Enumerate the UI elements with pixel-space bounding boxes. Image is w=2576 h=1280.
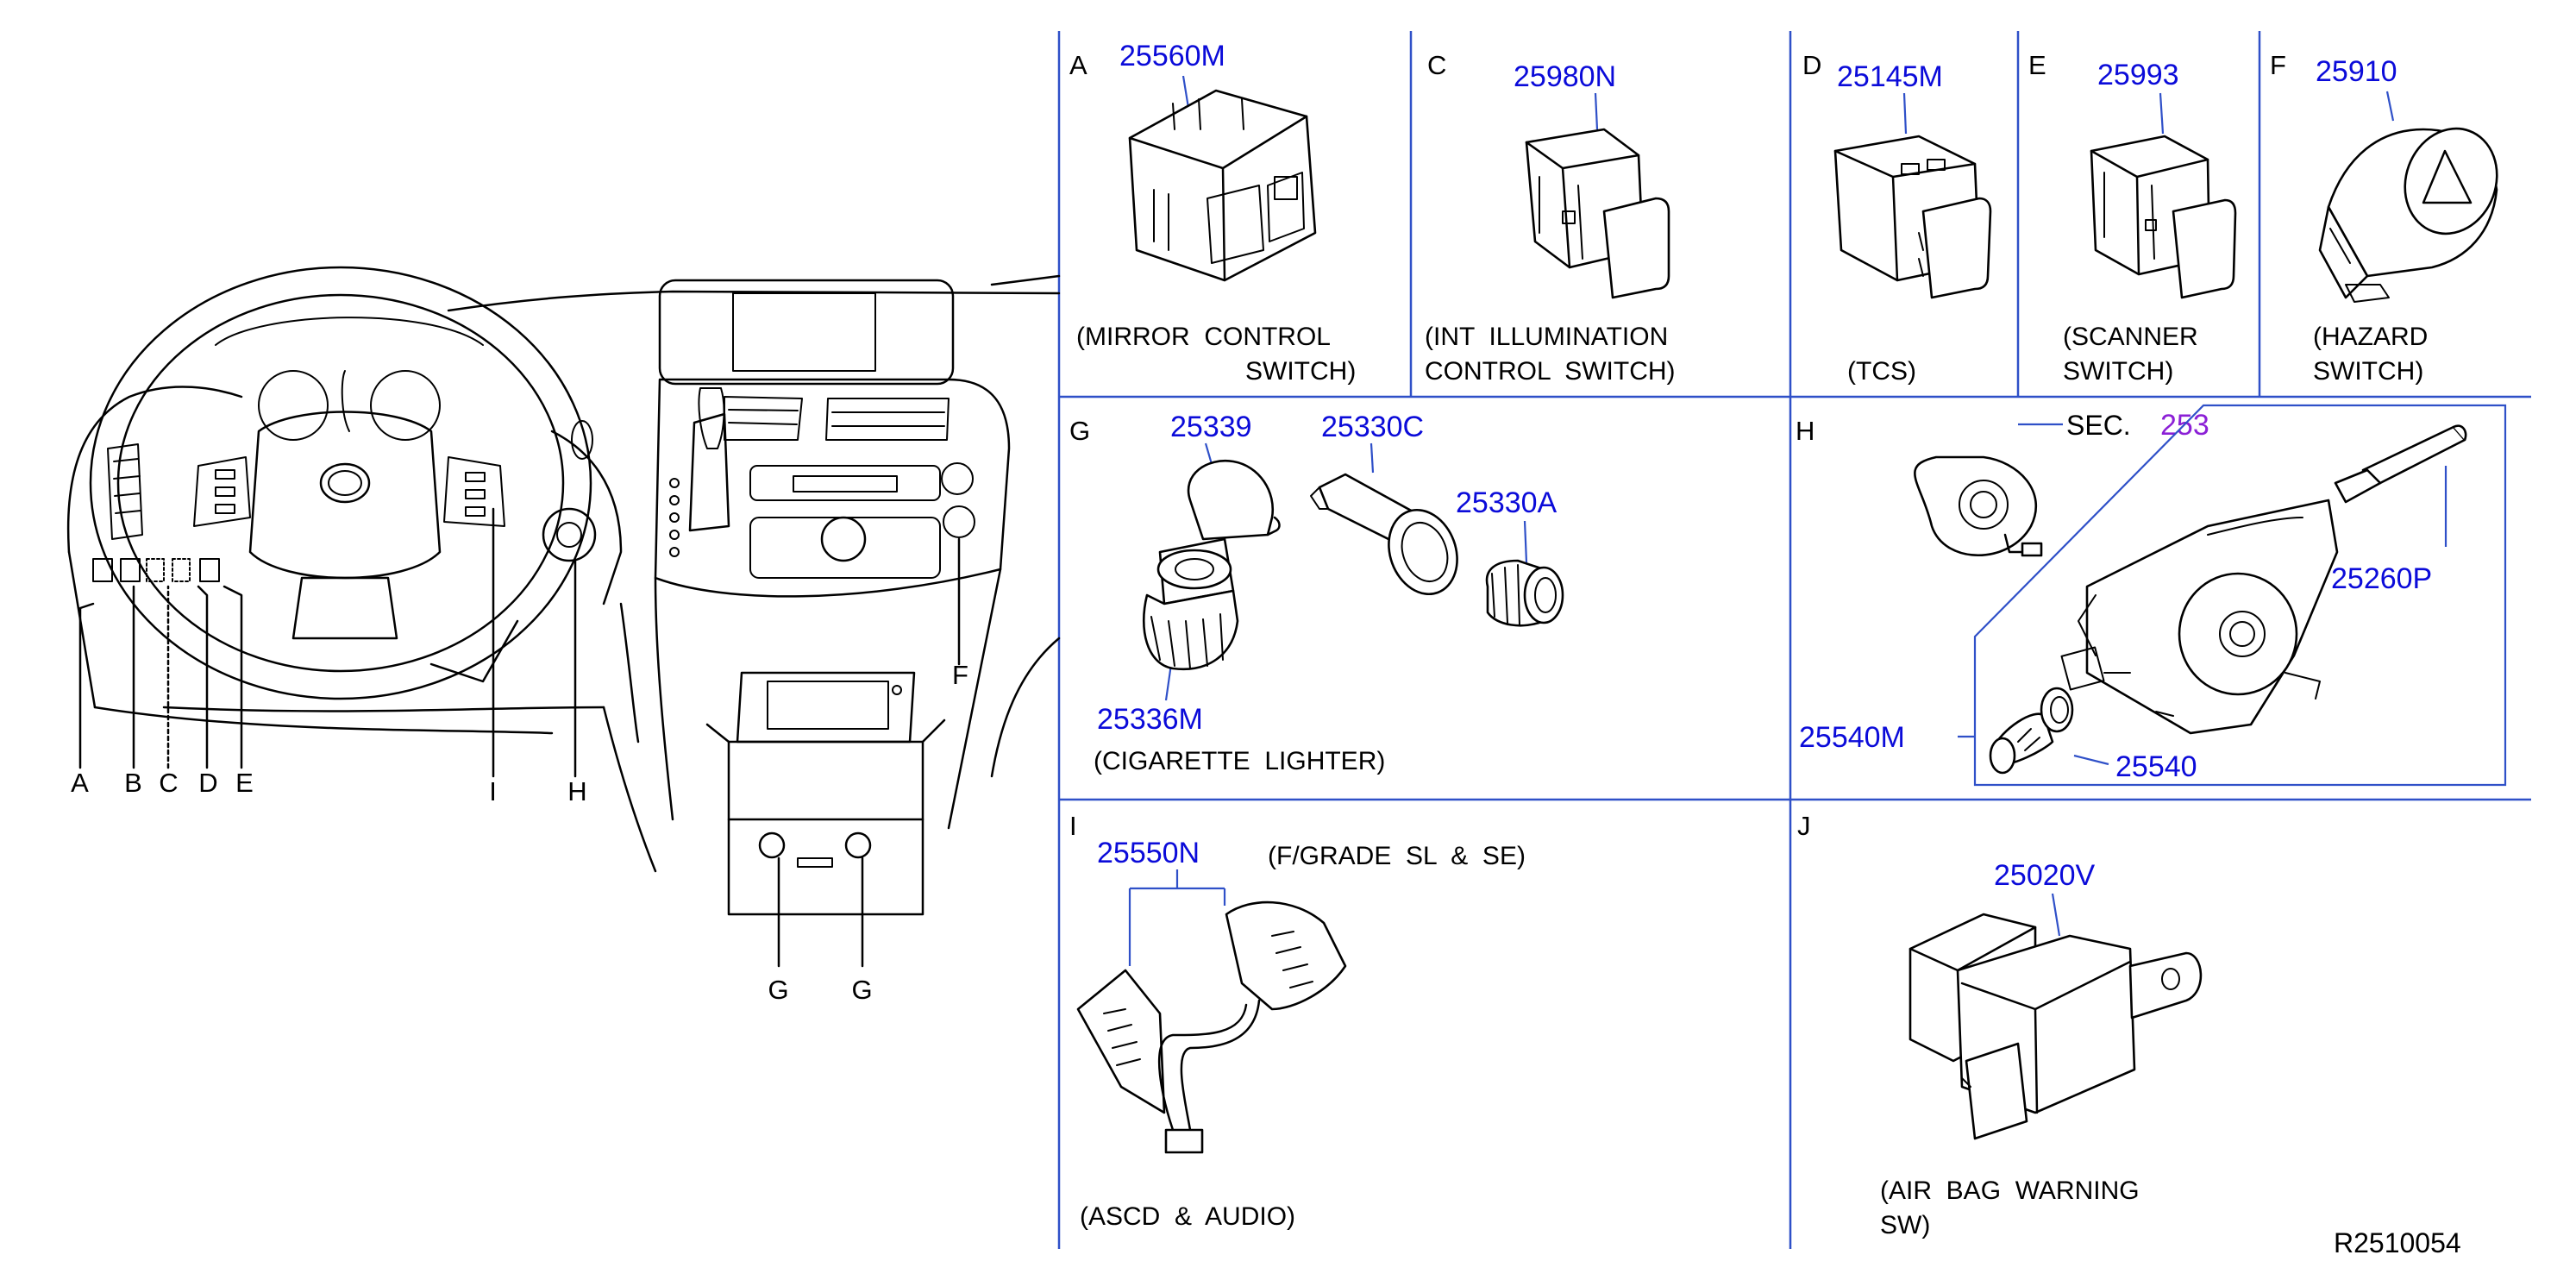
callout-d: D xyxy=(198,768,218,798)
panel-j-caption-line1: (AIR BAG WARNING xyxy=(1880,1176,2140,1205)
panel-c-int-illumination-control-switch: C 25980N (INT ILLUMINATION CONTROL SWITC… xyxy=(1425,50,1676,386)
panel-c-letter: C xyxy=(1427,50,1447,80)
panel-i-caption: (ASCD & AUDIO) xyxy=(1080,1202,1295,1231)
callout-a: A xyxy=(71,768,90,798)
part-25910: 25910 xyxy=(2316,55,2397,88)
panel-f-hazard-switch: F 25910 (HAZARD SWITCH) xyxy=(2270,50,2498,386)
panel-d-letter: D xyxy=(1802,50,1822,80)
panel-c-caption-line1: (INT ILLUMINATION xyxy=(1425,323,1668,351)
panel-i-grade-note: (F/GRADE SL & SE) xyxy=(1268,842,1526,870)
panel-e-scanner-switch: E 25993 (SCANNER SWITCH) xyxy=(2028,50,2237,386)
callout-f: F xyxy=(952,660,969,690)
part-25980n: 25980N xyxy=(1514,60,1616,93)
panel-e-caption-line2: SWITCH) xyxy=(2063,357,2173,386)
panel-f-caption-line2: SWITCH) xyxy=(2313,357,2423,386)
panel-a-caption-line2: SWITCH) xyxy=(1245,357,1356,386)
callout-g-left: G xyxy=(768,975,789,1005)
part-25020v: 25020V xyxy=(1994,859,2096,892)
panel-a-mirror-control-switch: A 25560M (MIRROR CONTROL SWITCH) xyxy=(1069,40,1356,386)
panel-g-caption: (CIGARETTE LIGHTER) xyxy=(1094,747,1385,775)
panel-f-caption-line1: (HAZARD xyxy=(2313,323,2428,351)
part-25339: 25339 xyxy=(1170,411,1252,443)
panel-h-combination-switch: H SEC. 253 25260P 25540M 25540 xyxy=(1796,404,2507,787)
callout-h: H xyxy=(567,776,587,806)
panel-d-caption: (TCS) xyxy=(1847,357,1916,386)
section-reference-label: SEC. xyxy=(2066,410,2131,441)
part-25540: 25540 xyxy=(2115,750,2197,783)
panel-d-tcs-switch: D 25145M (TCS) xyxy=(1802,50,1992,386)
panel-i-ascd-audio-switch: I 25550N (F/GRADE SL & SE) (ASCD & AUDIO… xyxy=(1069,811,1526,1231)
panel-grid xyxy=(1057,31,2531,1249)
part-25550n: 25550N xyxy=(1097,837,1200,869)
panel-g-letter: G xyxy=(1069,416,1091,446)
callout-i: I xyxy=(489,776,498,806)
dashboard-overview-drawing: A B C D E I H F G G xyxy=(66,266,1061,1005)
panel-a-caption-line1: (MIRROR CONTROL xyxy=(1076,323,1331,351)
part-25330a: 25330A xyxy=(1456,486,1558,519)
panel-e-caption-line1: (SCANNER xyxy=(2063,323,2198,351)
panel-c-caption-line2: CONTROL SWITCH) xyxy=(1425,357,1676,386)
panel-g-cigarette-lighter: G 25339 25330C 25330A 25336M (CIGARETTE … xyxy=(1069,411,1564,775)
callout-g-right: G xyxy=(851,975,873,1005)
drawing-code: R2510054 xyxy=(2334,1227,2461,1258)
callout-b: B xyxy=(124,768,143,798)
callout-e: E xyxy=(235,768,254,798)
panel-j-air-bag-warning-switch: J 25020V (AIR BAG WARNING SW) xyxy=(1797,811,2203,1239)
panel-e-letter: E xyxy=(2028,50,2047,80)
panel-j-letter: J xyxy=(1797,811,1812,841)
panel-a-letter: A xyxy=(1069,50,1088,80)
part-25330c: 25330C xyxy=(1321,411,1424,443)
panel-i-letter: I xyxy=(1069,811,1078,841)
part-25145m: 25145M xyxy=(1837,60,1943,93)
panel-f-letter: F xyxy=(2270,50,2287,80)
part-25336m: 25336M xyxy=(1097,703,1203,736)
part-25560m: 25560M xyxy=(1119,40,1225,72)
part-25260p: 25260P xyxy=(2331,562,2432,595)
callout-c: C xyxy=(159,768,179,798)
part-25540m: 25540M xyxy=(1799,721,1905,754)
panel-h-letter: H xyxy=(1796,416,1815,446)
part-25993: 25993 xyxy=(2097,59,2179,91)
panel-j-caption-line2: SW) xyxy=(1880,1211,1930,1239)
